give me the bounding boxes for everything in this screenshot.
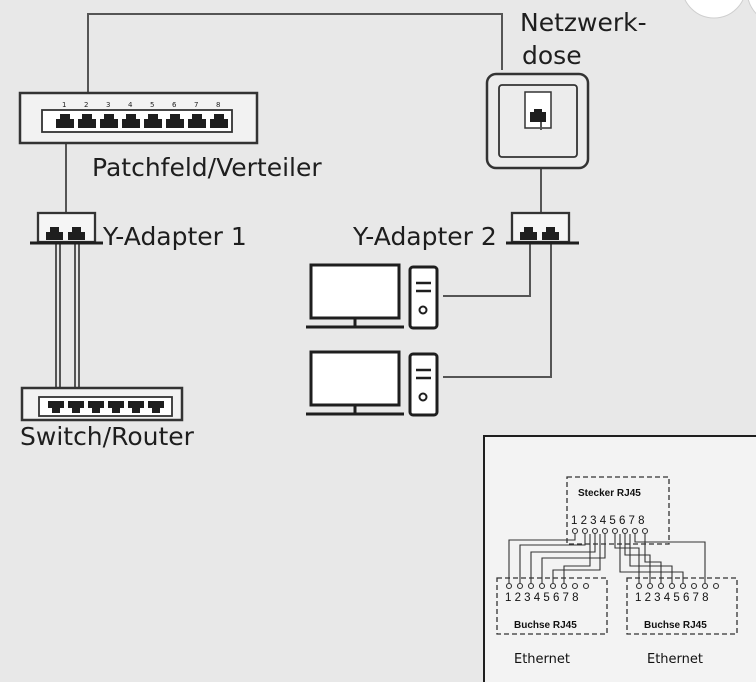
patch-panel-port-icon [210, 114, 228, 128]
y-adapter-2-label: Y-Adapter 2 [352, 222, 497, 251]
switch-router-label: Switch/Router [20, 422, 195, 451]
corner-control[interactable] [682, 0, 756, 25]
monitor-1-icon [309, 263, 401, 320]
patch-panel-port-icon [100, 114, 118, 128]
switch-port-icon [148, 401, 164, 413]
plug-box [566, 476, 670, 545]
patch-panel-port-number: 6 [172, 101, 177, 109]
switch-port-icon [48, 401, 64, 413]
cable-panel-to-socket [87, 13, 503, 92]
computer-1 [306, 263, 439, 330]
patch-panel-port-number: 4 [128, 101, 133, 109]
network-socket-label-line1: Netzwerk- [520, 8, 647, 37]
y-adapter-1-port-a-icon [46, 227, 63, 240]
left-socket-pins: 1 2 3 4 5 6 7 8 [505, 592, 579, 604]
patch-panel-ports [56, 114, 228, 128]
left-ethernet-label: Ethernet [514, 652, 570, 667]
y-adapter-1 [30, 211, 103, 245]
right-socket-label: Buchse RJ45 [644, 620, 707, 631]
patch-panel-port-icon [78, 114, 96, 128]
patch-panel-port-icon [166, 114, 184, 128]
patch-panel-port-number: 5 [150, 101, 154, 109]
switch-router [20, 386, 184, 422]
patch-panel-port-number: 7 [194, 101, 198, 109]
switch-port-icon [128, 401, 144, 413]
patch-panel-port-number: 2 [84, 101, 88, 109]
patch-panel: 1 2 3 4 5 6 7 8 [18, 91, 259, 145]
switch-ports [48, 401, 164, 413]
left-socket-box [496, 577, 608, 635]
pc-tower-1-icon [408, 265, 439, 330]
patch-panel-port-icon [188, 114, 206, 128]
patch-panel-port-icon [122, 114, 140, 128]
network-socket-label-line2: dose [522, 41, 582, 70]
cables [55, 13, 552, 400]
switch-port-icon [108, 401, 124, 413]
switch-port-icon [88, 401, 104, 413]
patch-panel-label: Patchfeld/Verteiler [92, 153, 322, 182]
right-socket-pins: 1 2 3 4 5 6 7 8 [635, 592, 709, 604]
computer-2 [306, 350, 439, 417]
patch-panel-port-number: 8 [216, 101, 220, 109]
switch-port-icon [68, 401, 84, 413]
plug-pins: 1 2 3 4 5 6 7 8 [571, 515, 645, 527]
y-adapter-1-port-b-icon [68, 227, 85, 240]
pc-tower-2-icon [408, 352, 439, 417]
patch-panel-port-number: 1 [62, 101, 66, 109]
network-socket [485, 72, 590, 170]
patch-panel-port-numbers: 1 2 3 4 5 6 7 8 [62, 101, 220, 109]
inset-wires [505, 527, 720, 590]
socket-port-icon [530, 112, 546, 122]
right-socket-box [626, 577, 738, 635]
y-adapter-2-port-a-icon [520, 227, 537, 240]
patch-panel-port-number: 3 [106, 101, 110, 109]
cable-yadapter2-to-pc2 [443, 242, 552, 378]
left-socket-label: Buchse RJ45 [514, 620, 577, 631]
y-adapter-1-label: Y-Adapter 1 [102, 222, 247, 251]
patch-panel-port-icon [56, 114, 74, 128]
y-adapter-2 [506, 211, 579, 245]
inset-wiring-diagram: Stecker RJ45 1 2 3 4 5 6 7 8 1 2 3 4 5 6… [483, 435, 756, 682]
right-ethernet-label: Ethernet [647, 652, 703, 667]
cable-yadapter2-to-pc1 [443, 242, 531, 297]
y-adapter-2-port-b-icon [542, 227, 559, 240]
patch-panel-port-icon [144, 114, 162, 128]
monitor-2-icon [309, 350, 401, 407]
plug-label: Stecker RJ45 [578, 488, 641, 499]
